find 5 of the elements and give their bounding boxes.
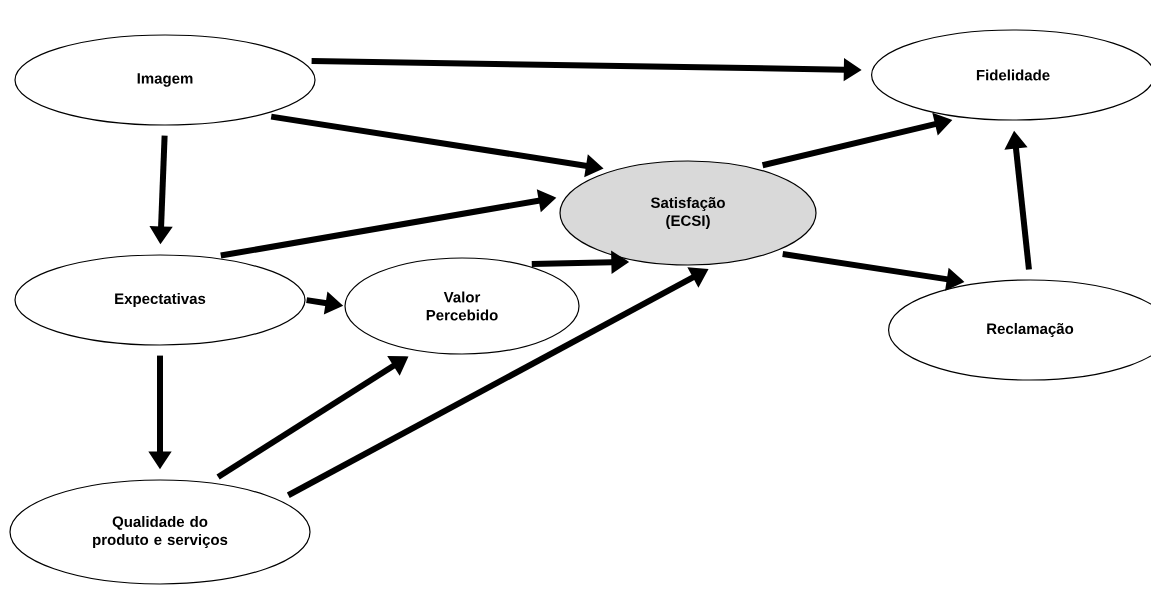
oval-node: Expectativas xyxy=(14,254,306,346)
oval-node: Valor Percebido xyxy=(344,257,580,355)
oval-node: Satisfação (ECSI) xyxy=(559,160,817,266)
oval-node: Imagem xyxy=(14,34,316,126)
oval-node: Qualidade do produto e serviços xyxy=(9,479,311,585)
